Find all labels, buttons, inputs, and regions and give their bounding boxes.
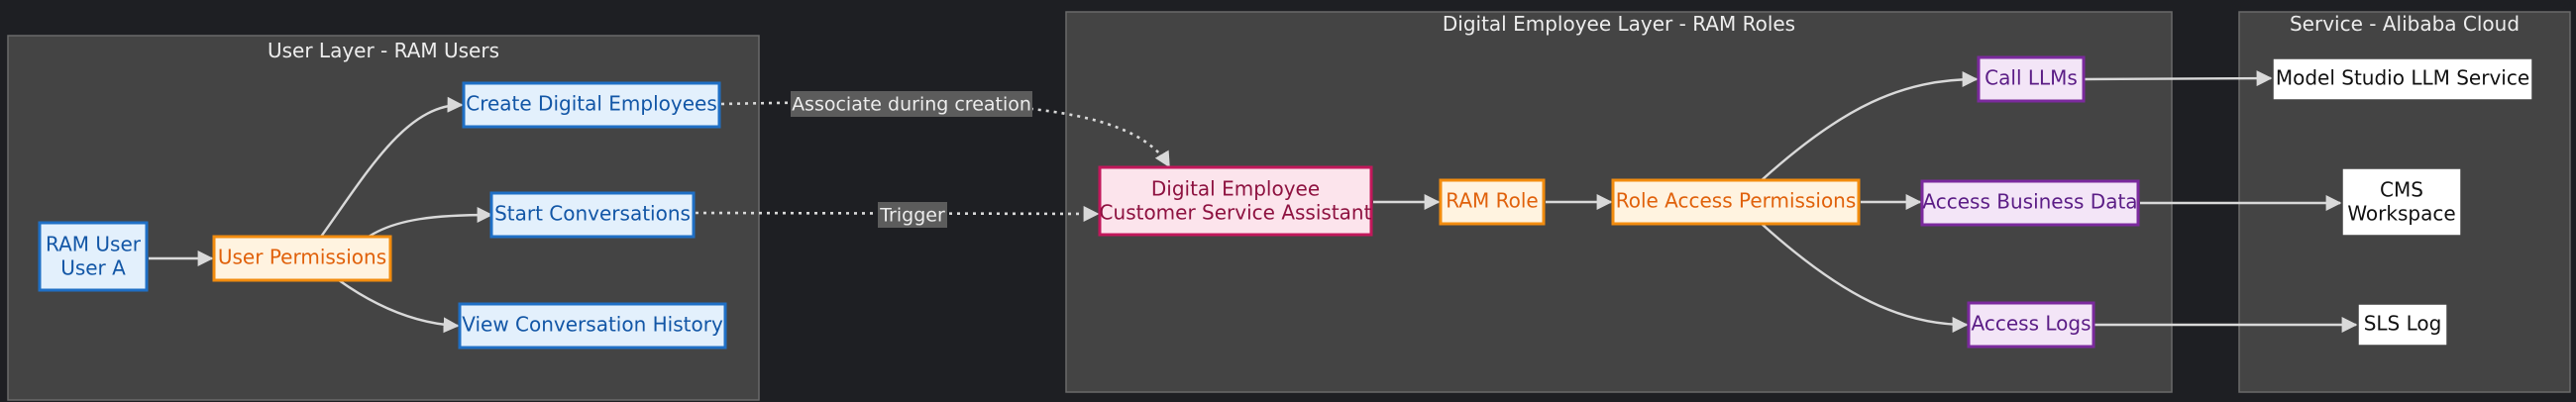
edge-label-associate-text: Associate during creation (792, 94, 1031, 116)
edge-label-associate: Associate during creation (791, 91, 1032, 117)
node-cms-workspace-line-1: CMS (2380, 178, 2423, 202)
node-user-permissions-label: User Permissions (218, 246, 386, 269)
node-access-logs-label: Access Logs (1972, 312, 2092, 336)
node-access-business-data-label: Access Business Data (1922, 190, 2137, 214)
node-ram-role-label: RAM Role (1446, 189, 1538, 213)
node-sls-log-label: SLS Log (2364, 312, 2442, 336)
edge-start-to-digital-employee (695, 205, 1100, 222)
node-model-studio-label: Model Studio LLM Service (2276, 66, 2529, 90)
node-ram-user: RAM User User A (38, 221, 149, 292)
node-digital-employee-line-1: Digital Employee (1151, 177, 1320, 201)
cluster-title-digital-employee-layer: Digital Employee Layer - RAM Roles (1443, 12, 1795, 36)
node-access-business-data: Access Business Data (1920, 179, 2140, 227)
node-digital-employee-line-2: Customer Service Assistant (1100, 201, 1372, 225)
node-view-conversation-history: View Conversation History (458, 302, 727, 350)
node-call-llms-label: Call LLMs (1985, 66, 2078, 90)
node-access-logs: Access Logs (1967, 301, 2095, 349)
node-model-studio: Model Studio LLM Service (2272, 57, 2533, 101)
edge-role-access-to-access-logs (1761, 223, 1969, 333)
cluster-title-service: Service - Alibaba Cloud (2290, 12, 2520, 36)
edge-label-trigger: Trigger (878, 202, 947, 228)
node-call-llms: Call LLMs (1977, 55, 2086, 103)
edge-user-permissions-to-create (320, 96, 464, 238)
node-cms-workspace: CMS Workspace (2341, 167, 2462, 237)
cluster-title-user-layer: User Layer - RAM Users (268, 39, 499, 62)
edge-role-access-to-call-llms (1761, 71, 1979, 181)
node-create-digital-employees-label: Create Digital Employees (466, 92, 717, 116)
node-start-conversations-label: Start Conversations (494, 202, 691, 226)
node-ram-user-line-2: User A (60, 256, 126, 280)
node-user-permissions: User Permissions (212, 235, 392, 282)
edge-label-trigger-text: Trigger (879, 205, 945, 227)
node-start-conversations: Start Conversations (489, 191, 696, 239)
node-role-access-permissions: Role Access Permissions (1611, 178, 1861, 226)
node-role-access-permissions-label: Role Access Permissions (1616, 189, 1857, 213)
node-digital-employee: Digital Employee Customer Service Assist… (1098, 165, 1373, 237)
node-sls-log: SLS Log (2357, 303, 2448, 347)
node-ram-user-line-1: RAM User (46, 233, 142, 256)
edge-user-permissions-to-history (338, 279, 460, 334)
node-ram-role: RAM Role (1439, 178, 1546, 226)
edge-call-llms-to-model-studio (2084, 70, 2273, 87)
node-view-conversation-history-label: View Conversation History (462, 313, 723, 337)
node-create-digital-employees: Create Digital Employees (462, 81, 721, 129)
node-cms-workspace-line-2: Workspace (2347, 202, 2455, 226)
edge-user-permissions-to-start (368, 207, 493, 239)
